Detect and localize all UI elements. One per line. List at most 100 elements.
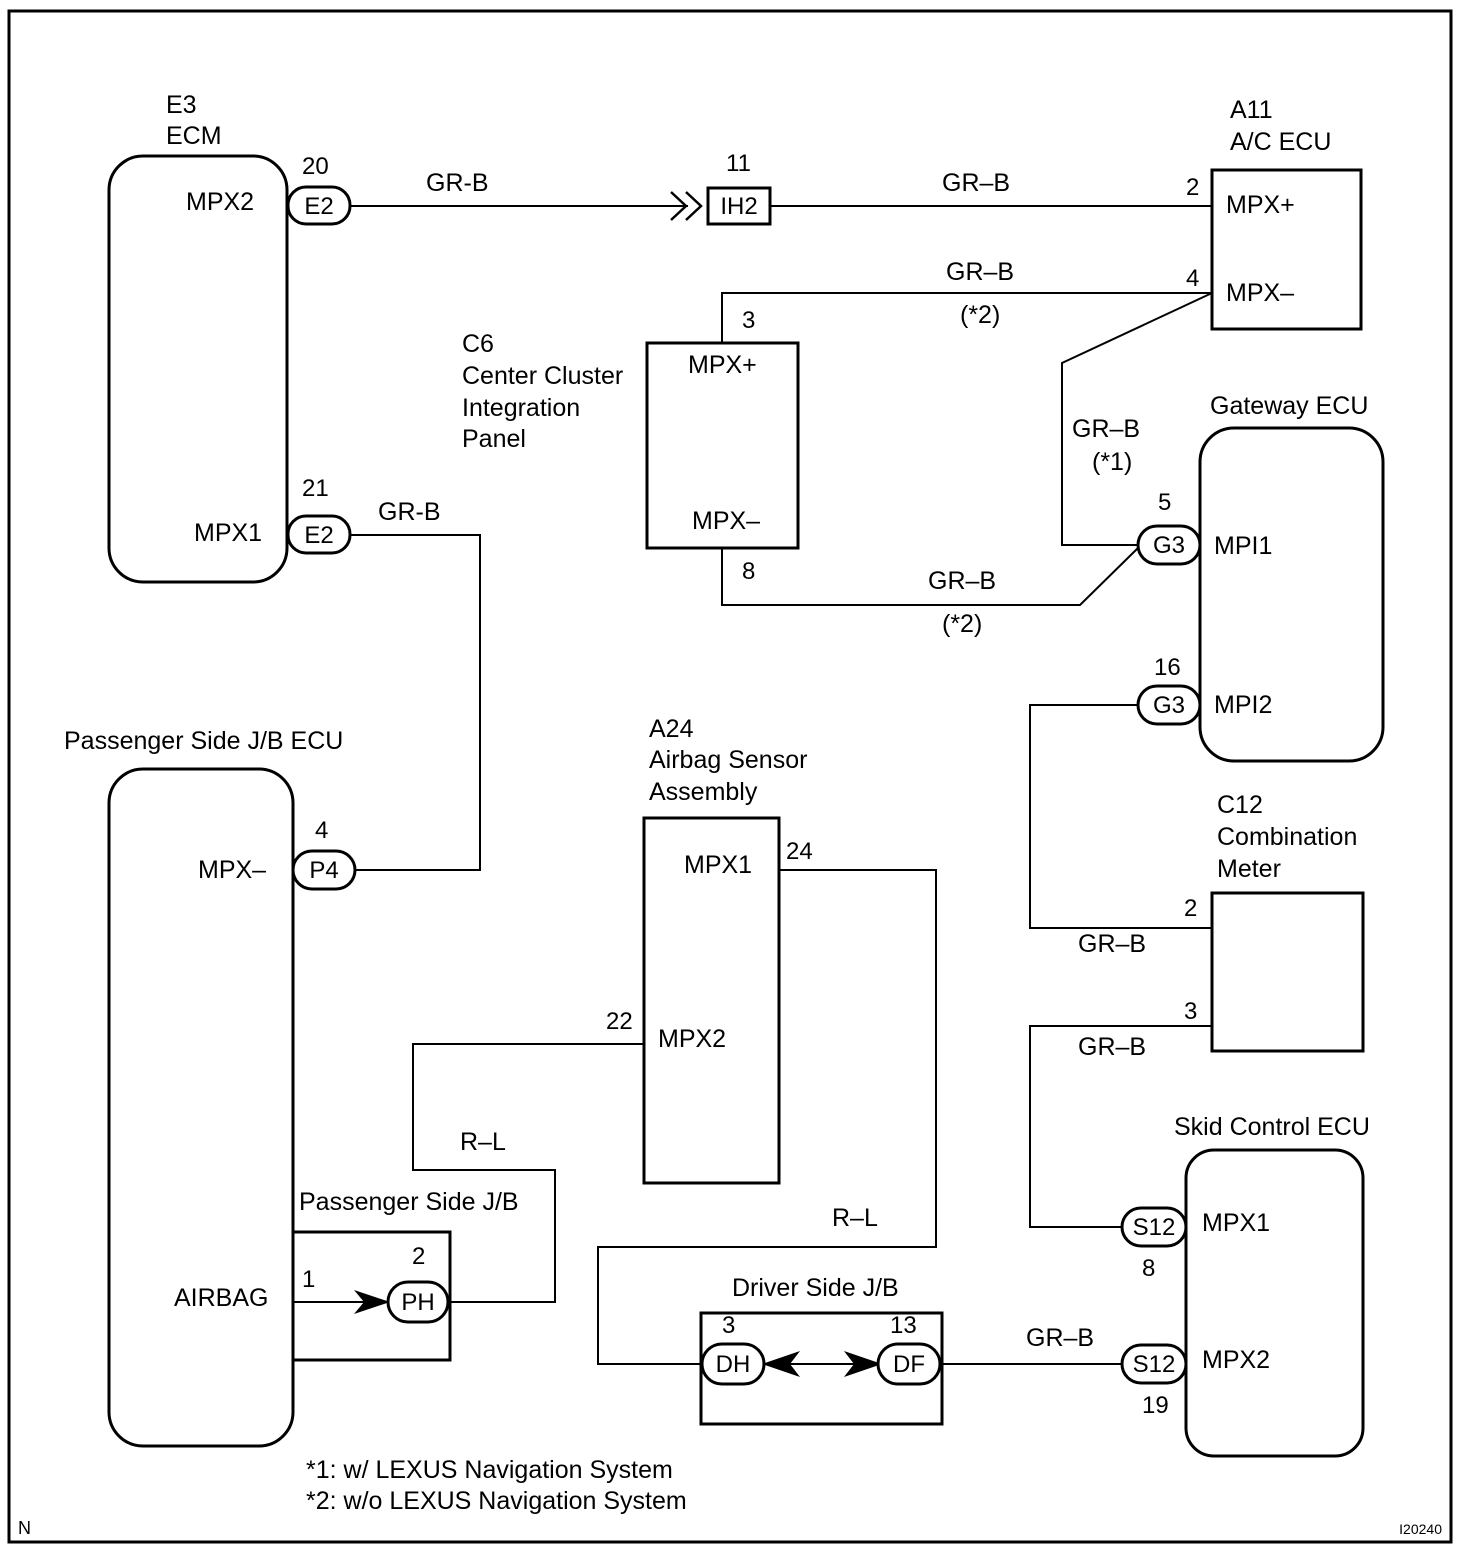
skid-control-ecu-box bbox=[1184, 1148, 1365, 1458]
arrow-to-df-icon bbox=[844, 1351, 882, 1377]
airbag-mpx2-terminal: MPX2 bbox=[658, 1025, 726, 1053]
ecm-name: ECM bbox=[166, 122, 222, 150]
wire-combination-meter-to-skid bbox=[1029, 1025, 1212, 1228]
pin-center-8: 8 bbox=[742, 558, 755, 585]
pin-airbag-24: 24 bbox=[786, 838, 813, 865]
corner-code-left: N bbox=[18, 1518, 31, 1538]
wire-label-ac-center: GR–B bbox=[946, 258, 1014, 286]
airbag-sensor-box bbox=[642, 816, 781, 1185]
airbag-sensor-name-1: Airbag Sensor bbox=[649, 746, 807, 774]
connector-skid-s12-lower-label: S12 bbox=[1133, 1351, 1176, 1378]
pin-meter-2: 2 bbox=[1184, 895, 1197, 922]
combination-meter-name-1: Combination bbox=[1217, 823, 1357, 851]
connector-skid-s12-lower bbox=[1120, 1343, 1188, 1385]
diagram-frame bbox=[7, 9, 1453, 1544]
pin-skid-8: 8 bbox=[1142, 1255, 1155, 1282]
passenger-jb-ecu-box bbox=[107, 767, 295, 1448]
footnote-1: *1: w/ LEXUS Navigation System bbox=[306, 1456, 673, 1484]
center-cluster-name-2: Integration bbox=[462, 394, 580, 422]
wire-label-meter-skid: GR–B bbox=[1078, 1033, 1146, 1061]
driver-jb-name: Driver Side J/B bbox=[732, 1274, 899, 1302]
wire-airbag-mpx1-to-dh bbox=[597, 869, 937, 1365]
gateway-mpi1-terminal: MPI1 bbox=[1214, 532, 1272, 560]
wire-center-cluster-to-gateway bbox=[721, 547, 1139, 606]
airbag-sensor-code: A24 bbox=[649, 715, 694, 743]
wire-note-ac-center: (*2) bbox=[960, 301, 1000, 329]
passenger-mpx-minus-terminal: MPX– bbox=[198, 856, 266, 884]
connector-ih2-label: IH2 bbox=[720, 193, 757, 220]
connector-ih2 bbox=[706, 186, 772, 226]
pin-meter-3: 3 bbox=[1184, 998, 1197, 1025]
pin-gateway-16: 16 bbox=[1154, 654, 1181, 681]
wire-ecm-to-passenger-jb-ecu bbox=[350, 534, 481, 871]
center-cluster-box bbox=[645, 341, 800, 550]
wires bbox=[294, 191, 1213, 1365]
connector-skid-s12-upper bbox=[1120, 1206, 1188, 1248]
connector-ph bbox=[386, 1280, 450, 1324]
connector-dh-label: DH bbox=[716, 1351, 751, 1378]
pin-ac-2: 2 bbox=[1186, 174, 1199, 201]
pin-passenger-jb-2: 2 bbox=[412, 1243, 425, 1270]
passenger-jb-name: Passenger Side J/B bbox=[299, 1188, 519, 1216]
wire-ac-to-center-cluster bbox=[721, 292, 1212, 343]
connector-gateway-g3-lower bbox=[1136, 684, 1202, 726]
skid-control-ecu-name: Skid Control ECU bbox=[1174, 1113, 1370, 1141]
passenger-jb-box bbox=[294, 1230, 452, 1362]
center-cluster-code: C6 bbox=[462, 330, 494, 358]
pin-passenger-jb-1: 1 bbox=[302, 1266, 315, 1293]
pin-ecm-21: 21 bbox=[302, 475, 329, 502]
combination-meter-name-2: Meter bbox=[1217, 855, 1281, 883]
pin-ecm-20: 20 bbox=[302, 153, 329, 180]
wire-label-ac-gateway: GR–B bbox=[1072, 415, 1140, 443]
ac-ecu-code: A11 bbox=[1230, 96, 1273, 124]
center-cluster-mpx-plus-terminal: MPX+ bbox=[688, 351, 757, 379]
connector-gateway-g3-upper bbox=[1136, 524, 1202, 566]
connector-chevron-icon bbox=[670, 191, 703, 221]
center-cluster-mpx-minus-terminal: MPX– bbox=[692, 507, 760, 535]
gateway-mpi2-terminal: MPI2 bbox=[1214, 691, 1272, 719]
pin-ac-4: 4 bbox=[1186, 265, 1199, 292]
skid-mpx1-terminal: MPX1 bbox=[1202, 1209, 1270, 1237]
ac-ecu-box bbox=[1210, 168, 1363, 331]
pin-ih2-11: 11 bbox=[726, 150, 751, 177]
wire-note-center-gateway: (*2) bbox=[942, 610, 982, 638]
wire-airbag-mpx2-to-ph bbox=[412, 1043, 644, 1303]
connector-passenger-p4-label: P4 bbox=[309, 857, 338, 884]
connector-ph-label: PH bbox=[401, 1289, 434, 1316]
wire-label-airbag-ph: R–L bbox=[460, 1128, 506, 1156]
pin-center-3: 3 bbox=[742, 307, 755, 334]
ecm-mpx2-terminal: MPX2 bbox=[186, 188, 254, 216]
wire-gateway-to-combination-meter bbox=[1029, 704, 1212, 929]
ecm-mpx1-terminal: MPX1 bbox=[194, 519, 262, 547]
connector-ecm-e2-upper-label: E2 bbox=[304, 193, 333, 220]
wire-label-ih2-ac: GR–B bbox=[942, 169, 1010, 197]
pin-driver-jb-13: 13 bbox=[890, 1312, 917, 1339]
pin-skid-19: 19 bbox=[1142, 1392, 1169, 1419]
wire-note-ac-gateway: (*1) bbox=[1092, 448, 1132, 476]
airbag-sensor-name-2: Assembly bbox=[649, 778, 758, 806]
connector-gateway-g3-upper-label: G3 bbox=[1153, 532, 1185, 559]
connector-df bbox=[876, 1342, 942, 1386]
airbag-mpx1-terminal: MPX1 bbox=[684, 851, 752, 879]
connector-passenger-p4 bbox=[291, 849, 357, 891]
connector-ecm-e2-upper bbox=[286, 185, 352, 226]
wire-label-center-gateway: GR–B bbox=[928, 567, 996, 595]
wire-label-ecm-ih2: GR-B bbox=[426, 169, 489, 197]
arrow-to-dh-icon bbox=[762, 1351, 800, 1377]
connector-gateway-g3-lower-label: G3 bbox=[1153, 692, 1185, 719]
arrow-to-ph-icon bbox=[354, 1290, 390, 1314]
center-cluster-name-1: Center Cluster bbox=[462, 362, 623, 390]
wire-ac-to-gateway bbox=[1061, 292, 1213, 546]
passenger-airbag-terminal: AIRBAG bbox=[174, 1284, 268, 1312]
corner-code-right: I20240 bbox=[1399, 1521, 1442, 1537]
center-cluster-name-3: Panel bbox=[462, 425, 526, 453]
ac-mpx-minus-terminal: MPX– bbox=[1226, 279, 1294, 307]
connector-ecm-e2-lower-label: E2 bbox=[304, 522, 333, 549]
wire-label-airbag-dh: R–L bbox=[832, 1204, 878, 1232]
gateway-ecu-name: Gateway ECU bbox=[1210, 392, 1368, 420]
connector-df-label: DF bbox=[893, 1351, 925, 1378]
gateway-ecu-box bbox=[1198, 426, 1385, 763]
pin-gateway-5: 5 bbox=[1158, 489, 1171, 516]
combination-meter-code: C12 bbox=[1217, 791, 1263, 819]
connector-ecm-e2-lower bbox=[286, 514, 352, 555]
